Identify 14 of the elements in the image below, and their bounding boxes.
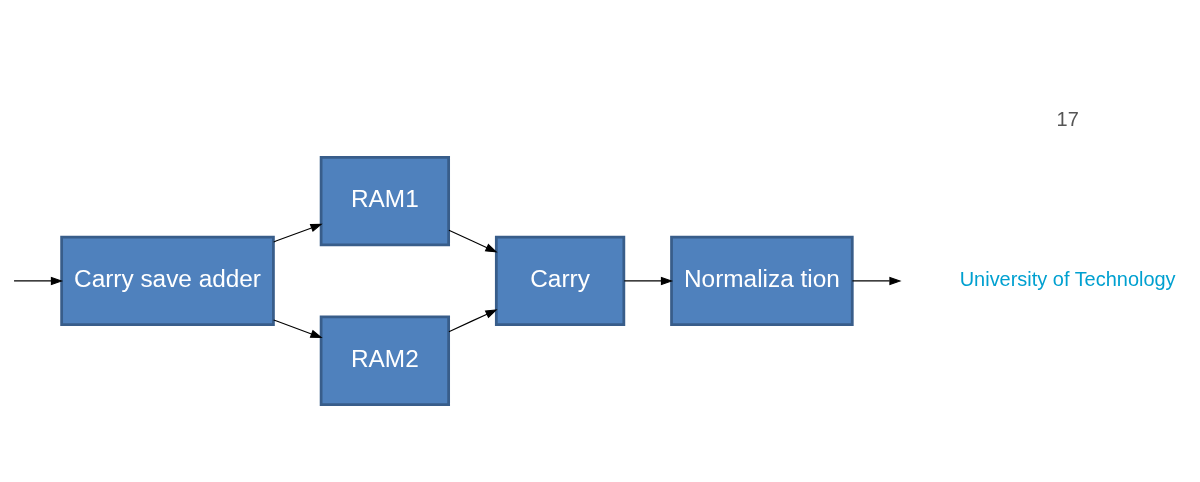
- label: 17: [1056, 108, 1079, 131]
- label: University of Technology: [959, 267, 1176, 290]
- node-box: Carry save adder: [60, 235, 275, 327]
- arrow: [13, 276, 64, 286]
- arrow: [448, 229, 498, 253]
- arrow: [448, 309, 498, 333]
- arrow: [273, 319, 323, 339]
- arrow: [623, 276, 674, 286]
- arrow: [273, 223, 323, 243]
- node-box: RAM2: [319, 315, 450, 406]
- node-box: RAM1: [319, 155, 450, 247]
- arrow: [851, 276, 902, 286]
- node-box: Normaliza tion: [670, 235, 854, 327]
- node-box: Carry: [494, 235, 626, 327]
